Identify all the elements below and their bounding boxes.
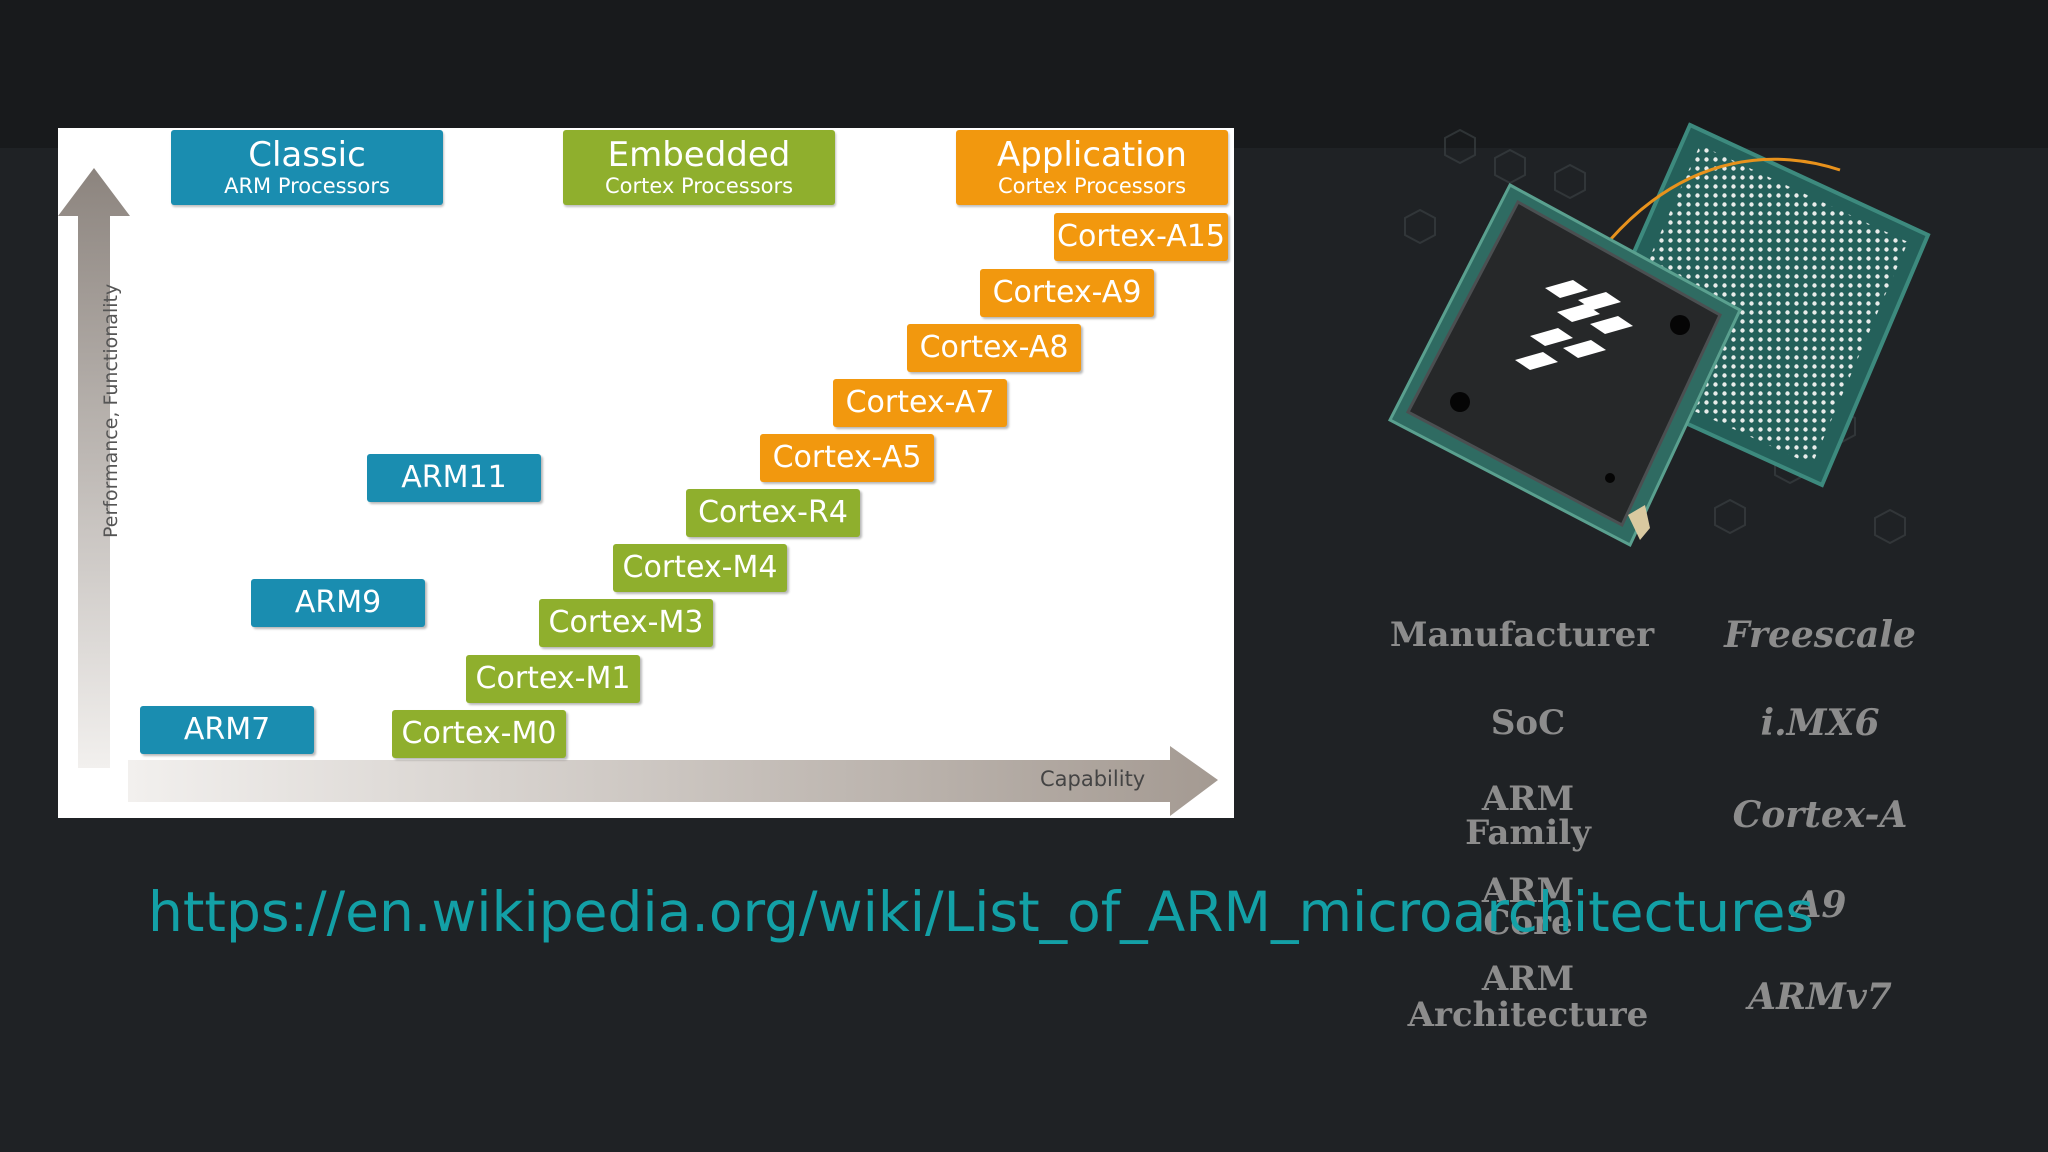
axes-arrows [58, 168, 1218, 816]
spec-core-value: A9 [1793, 884, 1847, 926]
chip-cortex-m0: Cortex-M0 [392, 710, 566, 758]
application-subtitle: Cortex Processors [997, 174, 1187, 198]
y-axis-arrow [58, 168, 130, 768]
chip-arm7: ARM7 [140, 706, 314, 754]
chip-cortex-a9: Cortex-A9 [980, 269, 1154, 317]
embedded-header: Embedded Cortex Processors [563, 130, 835, 205]
x-axis-arrow [128, 746, 1218, 816]
chip-arm9: ARM9 [251, 579, 425, 627]
spec-manufacturer-value: Freescale [1724, 614, 1916, 656]
spec-architecture-label-line2: Architecture [1407, 995, 1649, 1035]
classic-title: Classic [248, 135, 366, 175]
front-chip [1387, 182, 1742, 548]
chip-cortex-a7: Cortex-A7 [833, 379, 1007, 427]
classic-subtitle: ARM Processors [224, 174, 390, 198]
spec-family-value: Cortex-A [1732, 794, 1908, 836]
y-axis-label: Performance, Functionality [100, 283, 122, 538]
application-header: Application Cortex Processors [956, 130, 1228, 205]
chip-cortex-r4: Cortex-R4 [686, 489, 860, 537]
chip-arm11: ARM11 [367, 454, 541, 502]
processor-chip-icon [1387, 122, 1931, 548]
application-title: Application [997, 135, 1187, 175]
chip-cortex-m1: Cortex-M1 [466, 655, 640, 703]
chip-cortex-m3: Cortex-M3 [539, 599, 713, 647]
spec-family-label-line2: Family [1465, 813, 1591, 853]
chip-cortex-a5: Cortex-A5 [760, 434, 934, 482]
top-band [0, 0, 2048, 148]
spec-manufacturer-label: Manufacturer [1389, 615, 1655, 655]
freescale-logo-icon [1515, 280, 1633, 370]
x-axis-label: Capability [1040, 767, 1146, 791]
spec-soc-value: i.MX6 [1760, 702, 1880, 744]
chip-cortex-a15: Cortex-A15 [1054, 213, 1228, 261]
spec-architecture-value: ARMv7 [1748, 976, 1892, 1018]
spec-architecture-label-line1: ARM [1481, 959, 1575, 999]
spec-core-label-line1: ARM [1481, 871, 1575, 911]
embedded-subtitle: Cortex Processors [604, 174, 794, 198]
embedded-title: Embedded [607, 135, 791, 175]
spec-family-label-line1: ARM [1481, 779, 1575, 819]
chip-cortex-m4: Cortex-M4 [613, 544, 787, 592]
wikipedia-link[interactable]: https://en.wikipedia.org/wiki/List_of_AR… [148, 880, 1815, 944]
classic-header: Classic ARM Processors [171, 130, 443, 205]
chip-cortex-a8: Cortex-A8 [907, 324, 1081, 372]
arm-processor-diagram: Performance, Functionality Capability Cl… [58, 128, 1234, 818]
spec-soc-label: SoC [1490, 703, 1566, 743]
spec-core-label-line2: Core [1483, 903, 1573, 943]
